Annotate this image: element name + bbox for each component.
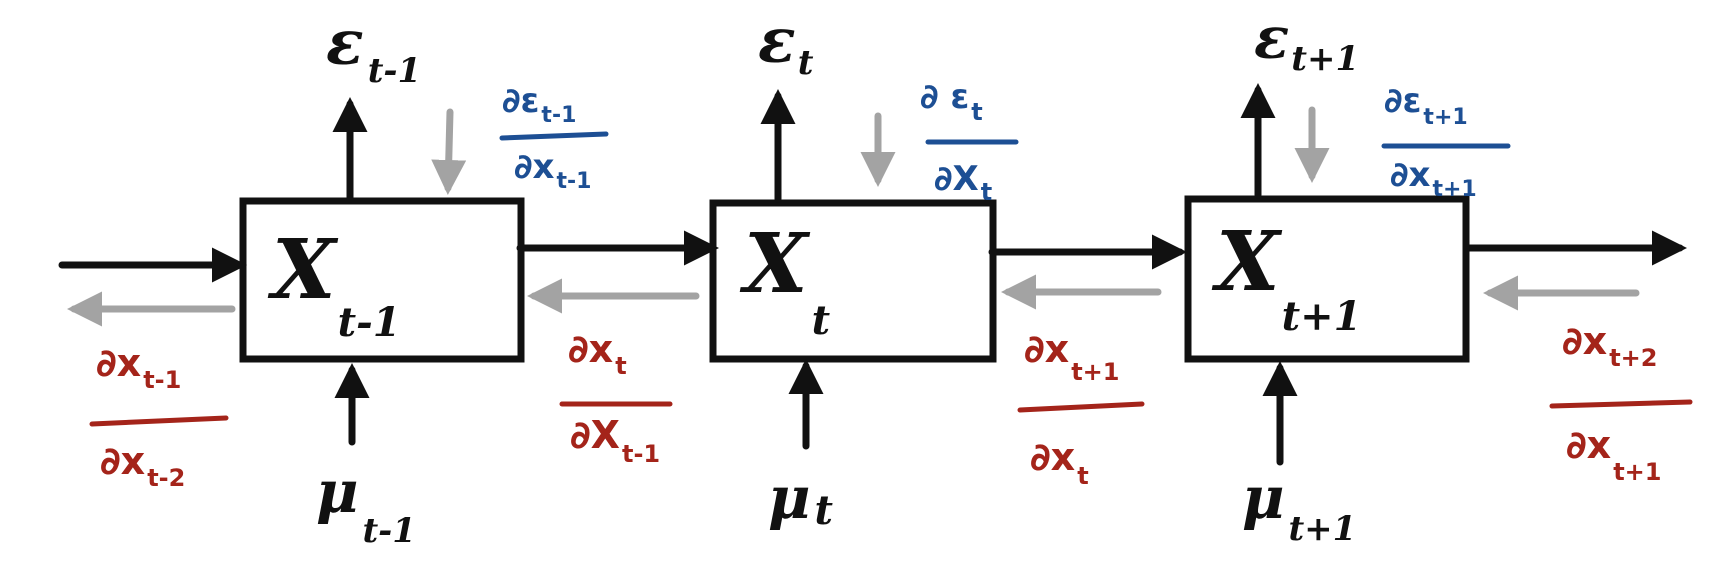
state-partial-3: ∂xt+1 ∂xt xyxy=(1017,327,1145,490)
fraction-bar xyxy=(1017,401,1145,413)
state-partial-1: ∂xt-1 ∂xt-2 xyxy=(89,341,229,492)
partial-numerator: ∂xt-1 xyxy=(96,341,181,394)
partial-denominator: ∂xt+1 xyxy=(1390,155,1477,202)
block-box xyxy=(1184,195,1470,363)
state-label: Xt+1 xyxy=(1211,214,1361,340)
partial-numerator: ∂xt+2 xyxy=(1562,319,1657,372)
partial-denominator: ∂Xt xyxy=(934,159,992,206)
fraction-bar xyxy=(499,131,609,141)
partial-denominator: ∂xt-1 xyxy=(514,147,591,194)
epsilon-partial-3: ∂εt+1 ∂xt+1 xyxy=(1381,81,1511,202)
epsilon-label: εt xyxy=(758,4,814,83)
epsilon-partial-2: ∂ εt ∂Xt xyxy=(920,77,1019,206)
state-partial-4: ∂xt+2 ∂xt+1 xyxy=(1549,319,1693,486)
partial-denominator: ∂xt-2 xyxy=(100,439,185,492)
epsilon-label: εt+1 xyxy=(1254,4,1359,79)
block-box xyxy=(709,199,997,363)
epsilon-grad-arrow-1 xyxy=(431,108,467,195)
partial-numerator: ∂xt xyxy=(568,327,627,380)
epsilon-partial-1: ∂εt-1 ∂xt-1 xyxy=(499,81,609,194)
partial-numerator: ∂ εt xyxy=(920,77,983,126)
fraction-bar xyxy=(89,415,229,427)
partial-numerator: ∂εt+1 xyxy=(1384,81,1468,130)
fraction-bar xyxy=(1549,399,1693,409)
state-label: Xt-1 xyxy=(267,222,401,346)
state-label: Xt xyxy=(739,216,831,344)
partial-numerator: ∂εt-1 xyxy=(502,81,576,128)
mu-label: μt-1 xyxy=(316,458,416,551)
partial-denominator: ∂xt xyxy=(1030,435,1089,490)
partial-numerator: ∂xt+1 xyxy=(1024,327,1119,386)
partial-denominator: ∂Xt-1 xyxy=(570,413,660,468)
block-box xyxy=(239,197,525,363)
state-partial-2: ∂xt ∂Xt-1 xyxy=(559,327,673,468)
partial-denominator: ∂xt+1 xyxy=(1566,423,1661,486)
